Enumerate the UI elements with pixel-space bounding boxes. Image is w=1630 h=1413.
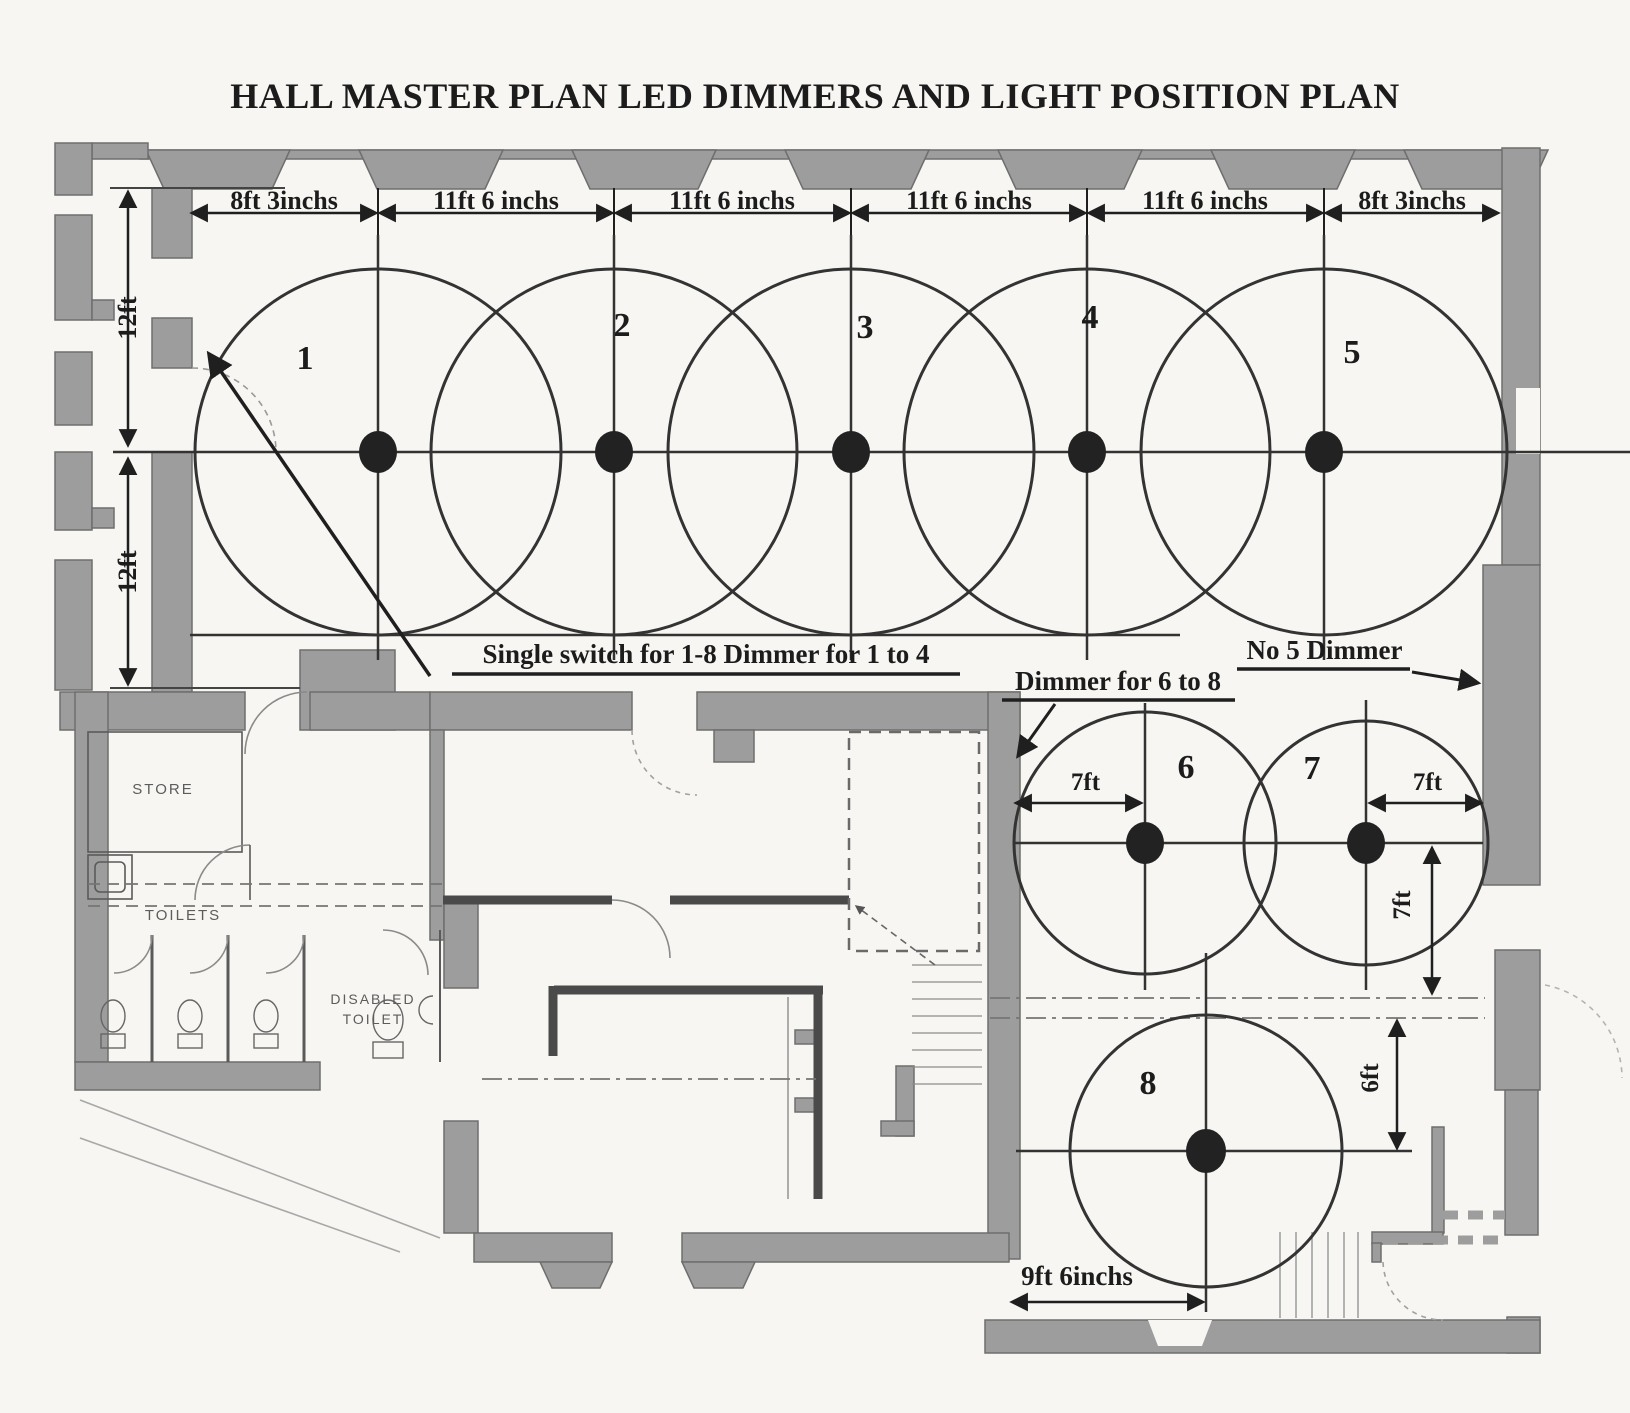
- dim-6ft-vertical-label: 6ft: [1357, 1063, 1384, 1093]
- interior-thin-walls: [79, 187, 1623, 1321]
- light-dot-3: [832, 431, 870, 473]
- light-number-2: 2: [613, 307, 631, 344]
- light-number-4: 4: [1081, 299, 1099, 336]
- top-wall: [91, 142, 1550, 190]
- room-label-store: STORE: [132, 781, 194, 798]
- room-label-toilets: TOILETS: [144, 907, 222, 924]
- stairs-lower: [1279, 1232, 1359, 1318]
- light-number-5: 5: [1343, 334, 1361, 371]
- dim-label-4: 11ft 6 inchs: [1142, 186, 1268, 215]
- dashed-partition: [847, 730, 981, 953]
- stairs-upper: [912, 964, 982, 1085]
- light-position-dots: [359, 431, 1385, 1173]
- dim-label-5: 8ft 3inchs: [1358, 186, 1466, 215]
- no5-leader: [1411, 668, 1482, 691]
- dashed-walls: [1383, 1210, 1505, 1245]
- sink: [87, 854, 133, 900]
- dim-9ft6-label: 9ft 6inchs: [1021, 1261, 1133, 1291]
- light-dot-7: [1347, 822, 1385, 864]
- dim-label-3: 11ft 6 inchs: [906, 186, 1032, 215]
- annotation-leaders: [206, 350, 1482, 759]
- dim-7ft-vertical-label: 7ft: [1389, 890, 1416, 920]
- right-wall: [1482, 147, 1541, 1354]
- light-dot-4: [1068, 431, 1106, 473]
- top-dimension-row: [189, 188, 1501, 235]
- light-number-3: 3: [856, 309, 874, 346]
- dashed-datum-lines: [88, 883, 1485, 1080]
- hall-bottom-wall: [59, 649, 1021, 941]
- central-bottom-wall: [473, 1232, 1010, 1289]
- stair-piers: [794, 1029, 1445, 1263]
- light-dot-8: [1186, 1129, 1226, 1173]
- right-wall-window: [1516, 388, 1540, 454]
- lower-left-walls: [74, 691, 321, 1091]
- light-dot-6: [1126, 822, 1164, 864]
- dim-7ft-circle7-label: 7ft: [1412, 769, 1443, 796]
- stairs-direction-arrow: [854, 905, 936, 966]
- light-number-1: 1: [296, 340, 314, 377]
- light-dot-5: [1305, 431, 1343, 473]
- bottom-right-wall: [984, 1319, 1541, 1354]
- central-room-walls: [443, 895, 849, 1199]
- light-coverage-circles: [113, 235, 1630, 1312]
- dim-label-1: 11ft 6 inchs: [433, 186, 559, 215]
- single-switch-leader: [206, 350, 432, 677]
- dim-label-12ft-lower: 12ft: [113, 550, 142, 594]
- note-single-switch: Single switch for 1-8 Dimmer for 1 to 4: [482, 639, 930, 669]
- note-no5-dimmer: No 5 Dimmer: [1246, 635, 1403, 665]
- walls: [54, 142, 1550, 1354]
- stairs-wall: [987, 691, 1021, 1260]
- left-inner-wall: [151, 187, 193, 693]
- light-dot-1: [359, 431, 397, 473]
- dim-label-0: 8ft 3inchs: [230, 186, 338, 215]
- left-outer-wall: [54, 142, 115, 691]
- dim-label-12ft-upper: 12ft: [113, 296, 142, 340]
- toilet-fixtures: [100, 995, 434, 1059]
- page-title: HALL MASTER PLAN LED DIMMERS AND LIGHT P…: [230, 76, 1400, 116]
- dimension-lines: [118, 188, 1501, 1312]
- corridor-wall: [443, 902, 479, 1234]
- dim-7ft-circle6-label: 7ft: [1070, 769, 1101, 796]
- room-label-disabled-1: DISABLED: [330, 991, 416, 1007]
- light-number-7: 7: [1303, 750, 1321, 787]
- room-label-disabled-2: TOILET: [342, 1011, 404, 1027]
- light-number-8: 8: [1139, 1065, 1157, 1102]
- light-dot-2: [595, 431, 633, 473]
- note-dimmer-6-8: Dimmer for 6 to 8: [1015, 666, 1221, 696]
- store-room: [87, 731, 243, 853]
- dim-label-2: 11ft 6 inchs: [669, 186, 795, 215]
- dimmer68-leader: [1016, 703, 1057, 759]
- light-number-6: 6: [1177, 749, 1195, 786]
